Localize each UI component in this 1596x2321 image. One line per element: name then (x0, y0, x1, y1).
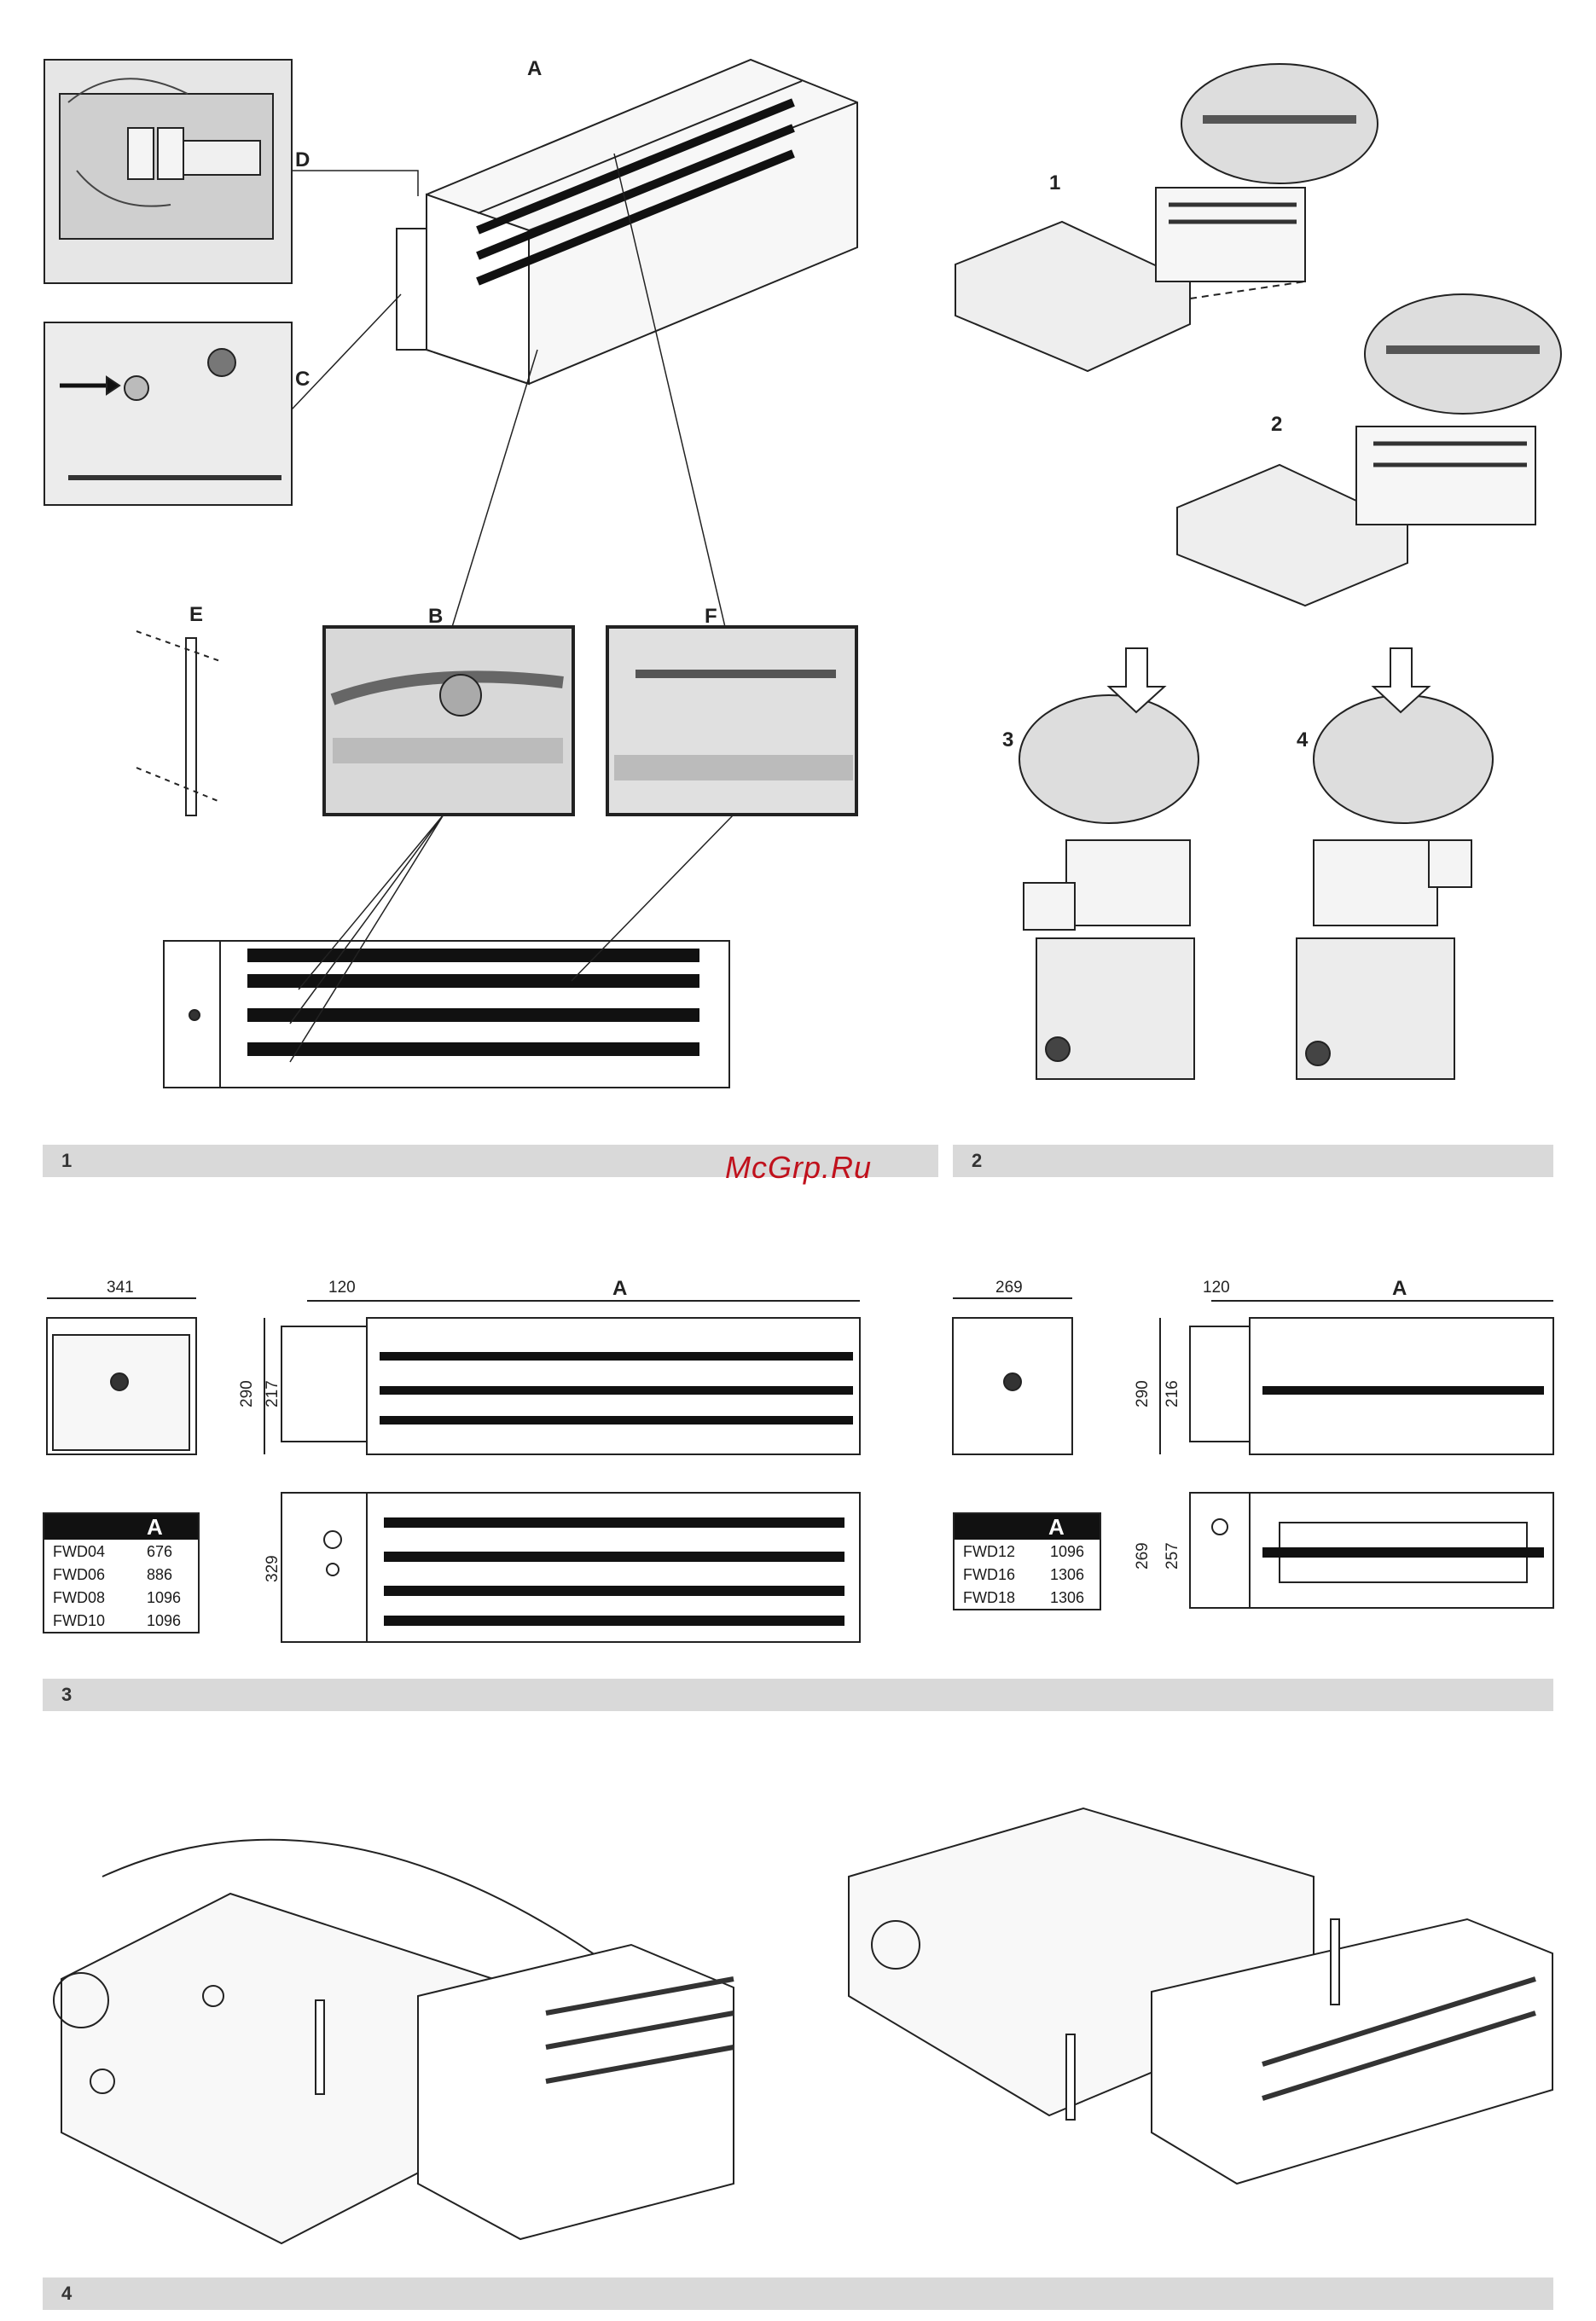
dim-h-bottom-outer-right: 269 (1134, 1542, 1152, 1570)
dim-h-inner-left: 217 (264, 1380, 281, 1407)
callout-b: B (428, 605, 443, 628)
figure-4 (54, 1808, 1552, 2243)
photo-ground-screw (44, 322, 292, 505)
photo-electrical-box (44, 60, 292, 283)
unit-isometric (397, 60, 857, 384)
photo-probe-f (607, 627, 856, 815)
callout-d: D (295, 148, 310, 171)
step-4-drawing (1297, 648, 1493, 1079)
dim-h-outer-right: 290 (1134, 1380, 1152, 1407)
step-label-4: 4 (1297, 728, 1309, 751)
dim-h-bottom-left: 329 (264, 1555, 281, 1582)
unit-front-view (164, 941, 729, 1088)
callout-f: F (705, 605, 717, 628)
figure-1 (44, 60, 857, 1088)
step-2-drawing (1177, 294, 1561, 606)
callout-c: C (295, 368, 310, 391)
step-label-2: 2 (1271, 413, 1282, 436)
callout-e: E (189, 603, 203, 626)
photo-probe-b (324, 627, 573, 815)
dim-depth-left: 120 (328, 1279, 356, 1297)
callout-a: A (527, 57, 542, 80)
dim-h-bottom-inner-right: 257 (1164, 1542, 1181, 1570)
table-header: A (44, 1514, 198, 1540)
dim-a-right: A (1392, 1277, 1407, 1300)
dim-depth-right: 120 (1203, 1279, 1230, 1297)
dim-width-left: 341 (107, 1279, 134, 1297)
step-3-drawing (1019, 648, 1198, 1079)
figure-2 (955, 64, 1561, 1079)
step-label-3: 3 (1002, 728, 1013, 751)
step-label-1: 1 (1049, 171, 1060, 194)
dim-h-outer-left: 290 (238, 1380, 256, 1407)
table-header: A (955, 1514, 1100, 1540)
step-1-drawing (955, 64, 1378, 371)
dim-width-right: 269 (995, 1279, 1023, 1297)
mounting-bracket (136, 631, 220, 815)
dim-a-left: A (612, 1277, 627, 1300)
dim-h-inner-right: 216 (1164, 1380, 1181, 1407)
